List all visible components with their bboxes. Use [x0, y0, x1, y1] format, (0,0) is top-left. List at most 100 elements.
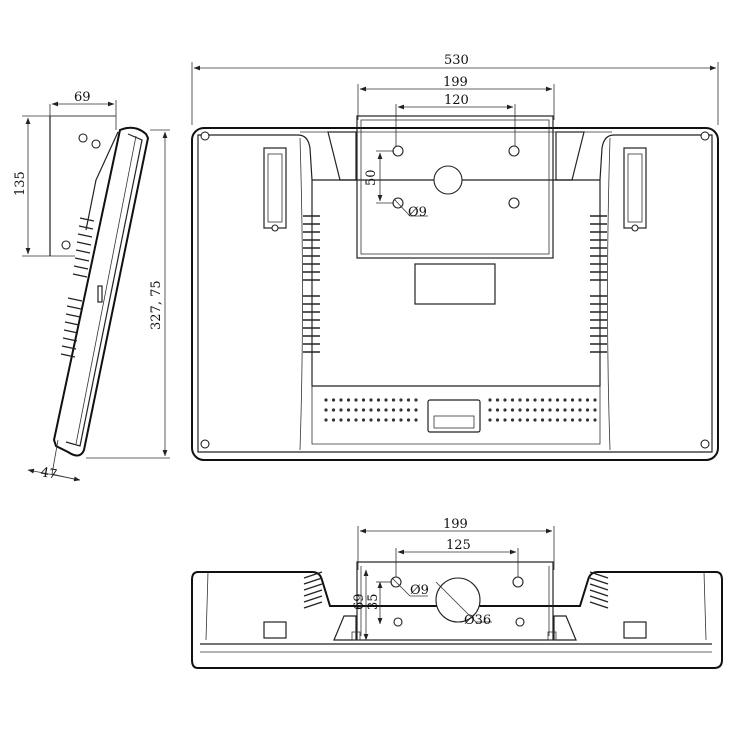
back-overall-width-label: 530: [444, 53, 469, 68]
speaker-dot: [384, 418, 388, 422]
speaker-dot: [324, 398, 328, 402]
speaker-dot: [331, 408, 336, 412]
speaker-dot: [331, 418, 336, 422]
speaker-dot: [361, 398, 366, 402]
speaker-dot: [533, 408, 537, 412]
speaker-dot: [533, 418, 537, 422]
speaker-dot: [324, 408, 328, 412]
speaker-dot: [503, 408, 507, 412]
speaker-dot: [585, 398, 590, 402]
speaker-dot: [369, 408, 373, 412]
bottom-hole-large-label: Ø36: [464, 613, 491, 628]
speaker-dot: [563, 418, 567, 422]
speaker-dot: [488, 408, 492, 412]
speaker-dot: [369, 398, 373, 402]
bottom-hole-small-label: Ø9: [410, 583, 429, 598]
speaker-dot: [593, 408, 597, 412]
side-depth-bottom-label: 47: [39, 465, 58, 483]
bottom-view: 199 125: [191, 517, 723, 669]
speaker-dot: [578, 398, 582, 402]
speaker-dot: [488, 398, 492, 402]
speaker-dot: [518, 408, 522, 412]
speaker-dot: [585, 408, 590, 412]
speaker-dot: [354, 418, 358, 422]
speaker-dot: [399, 418, 403, 422]
bottom-mount-inner-label: 125: [446, 538, 471, 553]
side-height-short-label: 135: [13, 171, 28, 196]
speaker-dot: [488, 418, 492, 422]
back-mount-inner-label: 120: [444, 93, 469, 108]
speaker-dot: [376, 398, 381, 402]
speaker-dot: [399, 398, 403, 402]
speaker-dot: [503, 418, 507, 422]
speaker-dot: [555, 398, 560, 402]
speaker-dot: [399, 408, 403, 412]
speaker-dot: [570, 408, 575, 412]
back-mount-outer-label: 199: [443, 75, 468, 90]
speaker-dot: [406, 408, 411, 412]
speaker-dot: [525, 408, 530, 412]
bottom-vents-left: [303, 571, 323, 609]
speaker-dot: [578, 408, 582, 412]
speaker-dot: [533, 398, 537, 402]
speaker-dot: [570, 418, 575, 422]
speaker-dot: [510, 398, 515, 402]
speaker-dot-grid: [324, 398, 597, 422]
speaker-dot: [391, 418, 396, 422]
bottom-depth-a-label: 69: [352, 593, 367, 610]
speaker-dot: [570, 398, 575, 402]
speaker-dot: [339, 398, 343, 402]
speaker-dot: [324, 418, 328, 422]
speaker-dot: [585, 418, 590, 422]
speaker-dot: [339, 418, 343, 422]
speaker-dot: [495, 418, 500, 422]
speaker-dot: [406, 398, 411, 402]
side-width-top-label: 69: [74, 90, 91, 105]
speaker-dot: [346, 398, 351, 402]
speaker-dot: [540, 418, 545, 422]
speaker-dot: [510, 408, 515, 412]
speaker-dot: [518, 418, 522, 422]
speaker-dot: [414, 398, 418, 402]
speaker-dot: [525, 398, 530, 402]
speaker-dot: [361, 418, 366, 422]
speaker-dot: [384, 408, 388, 412]
speaker-dot: [555, 408, 560, 412]
bottom-depth-b-label: 35: [366, 593, 381, 610]
speaker-dot: [354, 398, 358, 402]
side-height-total-label: 327, 75: [149, 280, 164, 330]
speaker-dot: [354, 408, 358, 412]
speaker-dot: [369, 418, 373, 422]
speaker-dot: [339, 408, 343, 412]
speaker-dot: [548, 418, 552, 422]
speaker-dot: [503, 398, 507, 402]
speaker-dot: [346, 418, 351, 422]
back-vents-left: [303, 215, 320, 353]
speaker-dot: [578, 418, 582, 422]
speaker-dot: [495, 408, 500, 412]
speaker-dot: [525, 418, 530, 422]
speaker-dot: [391, 408, 396, 412]
speaker-dot: [384, 398, 388, 402]
speaker-dot: [406, 418, 411, 422]
speaker-dot: [414, 408, 418, 412]
speaker-dot: [593, 418, 597, 422]
side-vents: [60, 217, 95, 358]
speaker-dot: [510, 418, 515, 422]
back-vents-right: [590, 215, 607, 353]
speaker-dot: [548, 408, 552, 412]
speaker-dot: [540, 398, 545, 402]
speaker-dot: [346, 408, 351, 412]
speaker-dot: [540, 408, 545, 412]
speaker-dot: [331, 398, 336, 402]
speaker-dot: [518, 398, 522, 402]
side-view: 69 135: [13, 90, 170, 483]
back-hole-vertical-label: 50: [364, 169, 379, 186]
speaker-dot: [391, 398, 396, 402]
speaker-dot: [548, 398, 552, 402]
speaker-dot: [495, 398, 500, 402]
speaker-dot: [414, 418, 418, 422]
speaker-dot: [555, 418, 560, 422]
speaker-dot: [376, 418, 381, 422]
